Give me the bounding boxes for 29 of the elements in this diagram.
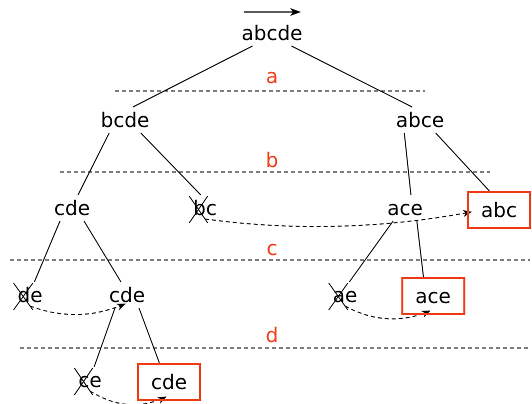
node-label: bcde [98,107,152,133]
tree-branch-line [138,308,160,364]
tree-branch-line [78,132,110,196]
level-label: a [266,64,278,88]
tree-branch-line [416,220,424,278]
highlighted-box: cde [137,363,201,401]
tree-branch-line [132,46,254,108]
highlighted-box: ace [401,277,465,315]
tree-branch-line [435,132,490,192]
tree-branch-line [94,308,116,368]
dashed-arrow [344,306,431,320]
dashed-arrow [204,210,472,228]
level-label: b [266,148,278,172]
tree-branch-line [84,220,122,282]
level-label: c [266,236,278,260]
tree-branch-line [34,220,60,282]
tree-branch-line [290,46,413,108]
node-label: abcde [240,20,304,46]
dashed-arrow [90,390,167,404]
tree-branch-line [140,132,202,196]
tree-branch-line [348,220,394,282]
node-label: ace [385,195,425,221]
dashed-arrow [30,304,126,315]
level-label: d [266,323,278,347]
highlighted-box: abc [467,191,531,229]
tree-branch-line [404,132,412,196]
node-label: cde [107,282,147,308]
node-label: cde [52,195,92,221]
node-label: abce [394,107,446,133]
